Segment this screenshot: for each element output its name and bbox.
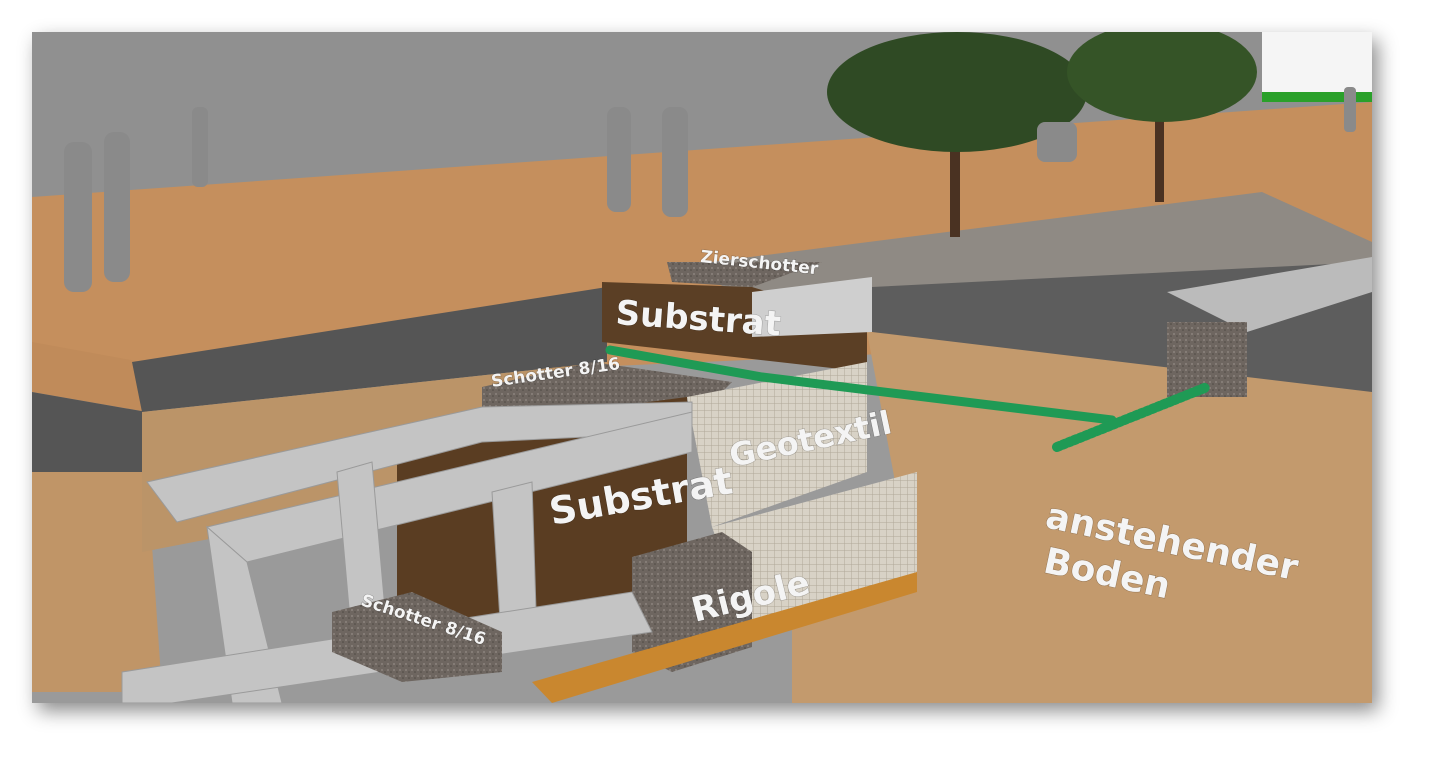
concrete-frame [121, 401, 693, 703]
cross-section-illustration: Zierschotter Substrat Schotter 8/16 Geot… [32, 32, 1372, 703]
geotextil [687, 362, 867, 527]
schotter-lower [332, 592, 502, 682]
soil-right [792, 332, 1372, 703]
drain-pipe [605, 345, 1212, 452]
tree [827, 32, 1257, 237]
diagram-frame: Zierschotter Substrat Schotter 8/16 Geot… [32, 32, 1372, 703]
gutter [1167, 322, 1247, 397]
people-figures [64, 87, 1356, 292]
